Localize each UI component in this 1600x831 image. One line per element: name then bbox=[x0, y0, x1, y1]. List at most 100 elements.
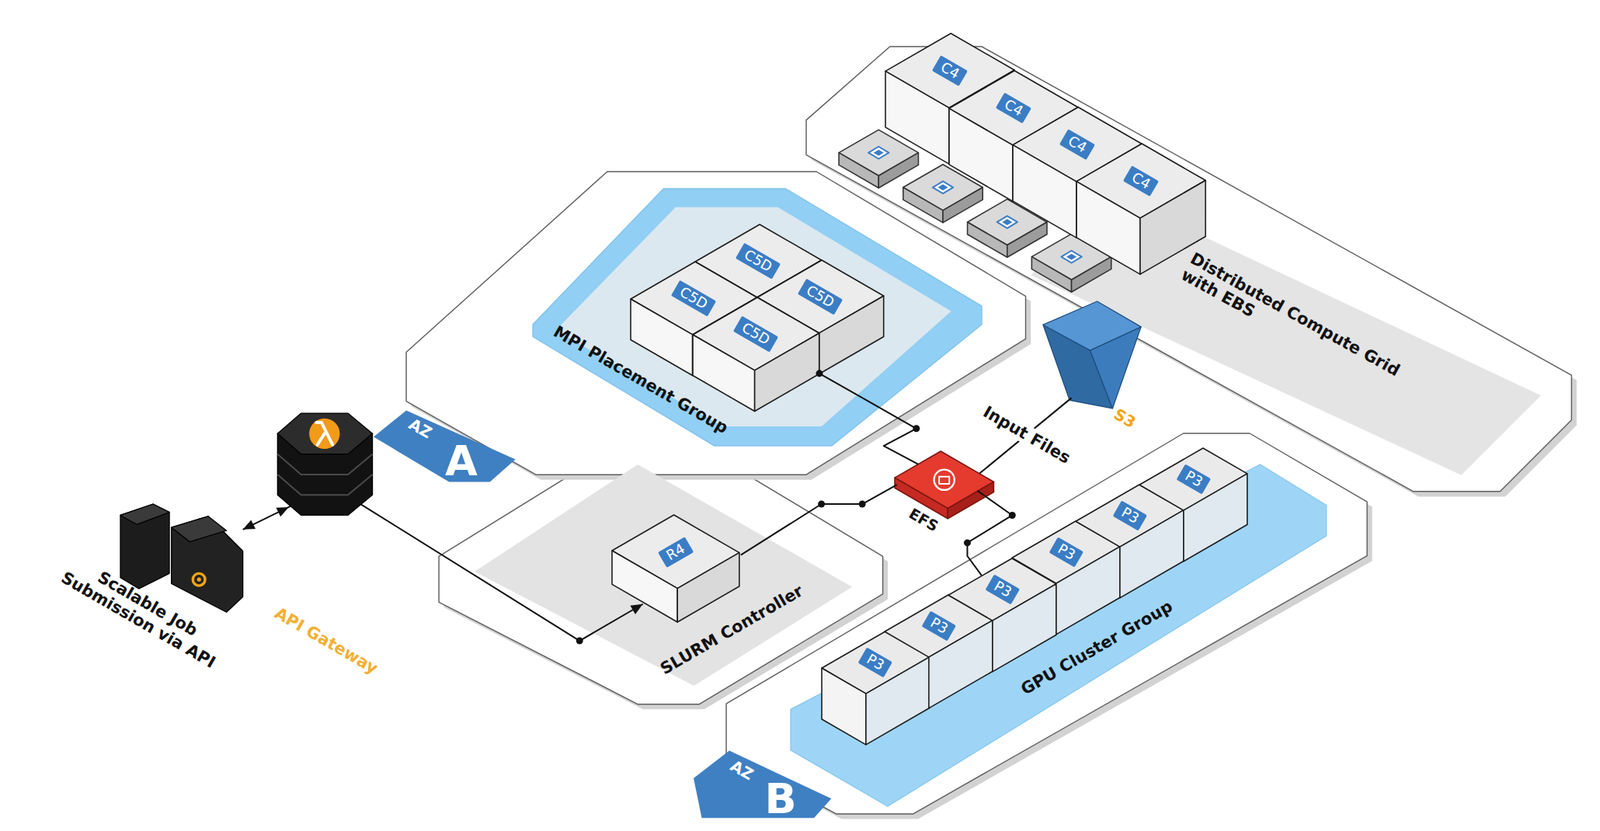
lambda-icon bbox=[277, 413, 373, 515]
shape-face bbox=[1066, 253, 1077, 261]
shape-face bbox=[949, 107, 1013, 202]
instance-badge: C4 bbox=[995, 92, 1032, 124]
shape-face bbox=[1043, 301, 1141, 351]
p3-instance-shape bbox=[1136, 445, 1251, 565]
node-label: GPU Cluster Group bbox=[1018, 597, 1176, 700]
shape-face bbox=[885, 71, 950, 165]
shape-face bbox=[885, 33, 1015, 108]
shape-group bbox=[1043, 301, 1141, 409]
shape-face bbox=[966, 222, 1007, 258]
shape-group bbox=[1075, 484, 1184, 599]
shape-face bbox=[692, 297, 820, 371]
shape-dot bbox=[197, 577, 202, 582]
node-label: A bbox=[445, 437, 478, 486]
shape-face bbox=[810, 52, 1576, 498]
shape-face bbox=[942, 187, 983, 223]
edge-label: Input Files bbox=[977, 400, 1077, 470]
shape-face bbox=[692, 334, 755, 412]
instance-badge: C4 bbox=[1059, 128, 1096, 160]
shape-face bbox=[884, 594, 993, 658]
shape-face bbox=[1012, 107, 1142, 182]
instance-badge: P3 bbox=[1112, 500, 1148, 532]
p3-instance: P3 bbox=[945, 555, 1060, 675]
arrow-head bbox=[275, 507, 289, 517]
instance-badge: C5D bbox=[797, 278, 843, 316]
shape-face bbox=[949, 70, 1079, 146]
shape-face bbox=[903, 164, 983, 211]
placement-group-shape bbox=[529, 185, 985, 449]
shape-group bbox=[894, 451, 994, 519]
placement-group: MPI Placement GroupC5DC5DC5DC5D bbox=[529, 185, 985, 449]
shape-group bbox=[1076, 143, 1206, 275]
shape-face bbox=[1031, 233, 1111, 280]
c4-instance-shape bbox=[1009, 104, 1145, 241]
shape-face bbox=[1071, 257, 1111, 293]
shape-face bbox=[1007, 222, 1047, 258]
shape-face bbox=[443, 454, 887, 710]
shape-face bbox=[806, 46, 1572, 492]
shape-group bbox=[692, 297, 820, 411]
shape-face bbox=[1076, 143, 1206, 219]
connector-line bbox=[819, 373, 919, 465]
shape-face bbox=[947, 481, 994, 519]
node-label: MPI Placement Group bbox=[549, 321, 731, 438]
shape-face bbox=[997, 216, 1018, 230]
c4-instance: C4 bbox=[946, 67, 1082, 205]
arrow-head bbox=[629, 604, 643, 615]
node-label: AZ bbox=[726, 756, 756, 784]
shape-face bbox=[612, 514, 740, 589]
p3-instance: P3 bbox=[881, 591, 996, 712]
shape-face bbox=[894, 451, 994, 509]
shape-face bbox=[120, 504, 170, 525]
node-label: AZ bbox=[406, 414, 435, 442]
efs-storage: EFS bbox=[891, 448, 997, 522]
shape-dot bbox=[192, 573, 206, 586]
shape-face bbox=[410, 176, 1030, 480]
compute-grid-region: Distributed Compute Grid with EBSC4C4C4C… bbox=[803, 43, 1580, 500]
shape-group bbox=[373, 171, 1031, 710]
shape-face bbox=[821, 667, 867, 745]
shape-group bbox=[474, 464, 853, 686]
p3-instance-shape bbox=[818, 628, 933, 748]
shape-face bbox=[474, 464, 853, 686]
shape-group bbox=[806, 46, 1577, 497]
instance-badge: P3 bbox=[858, 647, 894, 679]
junction-dot bbox=[1008, 511, 1016, 519]
node-label: Distributed Compute Grid with EBS bbox=[1178, 249, 1424, 409]
p3-instance: P3 bbox=[818, 628, 933, 748]
c4-instance-shape bbox=[946, 67, 1082, 205]
shape-face bbox=[406, 171, 1026, 475]
shape-face bbox=[1030, 194, 1541, 477]
shape-group bbox=[532, 188, 982, 446]
instance-badge: P3 bbox=[921, 611, 957, 642]
shape-group bbox=[948, 558, 1057, 672]
shape-face bbox=[948, 558, 1057, 621]
shape-group bbox=[790, 464, 1327, 807]
shape-face bbox=[1043, 324, 1113, 409]
shape-face bbox=[1089, 326, 1141, 408]
junction-dot bbox=[576, 637, 584, 645]
shape-group bbox=[884, 594, 993, 709]
efs-storage-shape bbox=[891, 448, 997, 522]
shape-group bbox=[949, 70, 1079, 202]
shape-group bbox=[695, 224, 822, 338]
availability-zone-shape bbox=[690, 430, 1376, 823]
shape-group bbox=[693, 433, 1373, 820]
s3-bucket: S3 bbox=[1040, 298, 1145, 412]
shape-face bbox=[1031, 257, 1072, 293]
shape-face bbox=[171, 516, 244, 613]
p3-instance: P3 bbox=[1136, 445, 1251, 565]
shape-face bbox=[630, 299, 693, 376]
instance-badge: C5D bbox=[735, 243, 781, 280]
shape-face bbox=[966, 199, 1047, 246]
instance-badge: C4 bbox=[1123, 165, 1159, 197]
shape-face bbox=[438, 448, 883, 704]
p3-instance: P3 bbox=[1008, 518, 1124, 638]
junction-dot bbox=[912, 424, 920, 432]
shape-face bbox=[903, 187, 943, 223]
shape-face bbox=[1075, 484, 1184, 547]
node-label: EFS bbox=[905, 505, 941, 536]
availability-zone: AZBGPU Cluster GroupP3P3P3P3P3P3 bbox=[690, 430, 1376, 823]
shape-group bbox=[630, 261, 758, 376]
